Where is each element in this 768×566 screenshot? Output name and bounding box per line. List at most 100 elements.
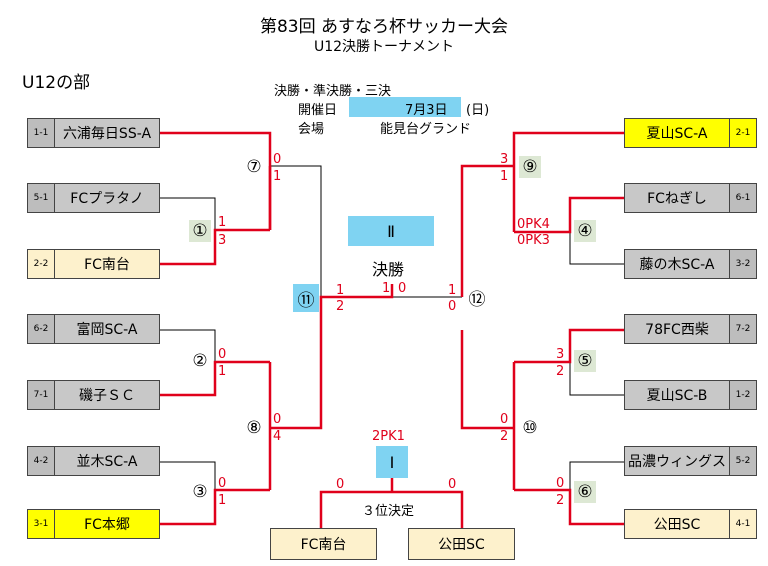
score-m5-top: 3 — [556, 347, 565, 362]
team-seed: 7-2 — [729, 315, 756, 343]
third-roman: Ⅰ — [376, 446, 408, 478]
team-name: FCプラタノ — [55, 184, 159, 212]
team-seed: 1-2 — [729, 381, 756, 409]
score-m7-bot: 1 — [273, 169, 282, 184]
score-final-left: 1 — [382, 281, 391, 296]
score-m4-bot: 0PK3 — [517, 233, 550, 248]
team-name: 磯子ＳＣ — [55, 381, 159, 409]
score-m6-top: 0 — [556, 476, 565, 491]
team-left-6: 4-2 並木SC-A — [27, 446, 160, 476]
match-number-4: ④ — [574, 220, 596, 242]
team-name: 夏山SC-A — [625, 119, 729, 147]
team-right-5: 夏山SC-B 1-2 — [624, 380, 757, 410]
team-seed: 2-2 — [28, 250, 55, 278]
team-seed: 5-1 — [28, 184, 55, 212]
team-right-7: 公田SC 4-1 — [624, 509, 757, 539]
team-name: 六浦毎日SS-A — [55, 119, 159, 147]
team-name: 公田SC — [625, 510, 729, 538]
score-third-right: 0 — [448, 477, 457, 492]
team-left-1: 1-1 六浦毎日SS-A — [27, 118, 160, 148]
match-number-12: ⑫ — [468, 289, 486, 310]
date-label: 開催日 — [298, 103, 338, 118]
score-m2-top: 0 — [218, 347, 227, 362]
team-seed: 7-1 — [28, 381, 55, 409]
score-m10-top: 0 — [500, 412, 509, 427]
score-m12-top: 1 — [448, 283, 457, 298]
score-m8-bot: 4 — [273, 429, 282, 444]
venue-value: 能見台グランド — [380, 122, 472, 137]
team-seed: 4-1 — [729, 510, 756, 538]
team-right-1: 夏山SC-A 2-1 — [624, 118, 757, 148]
score-m9-top: 3 — [500, 152, 509, 167]
match-number-3: ③ — [192, 482, 208, 502]
score-m1-top: 1 — [218, 215, 227, 230]
team-name: 品濃ウィングス — [625, 447, 729, 475]
team-seed: 2-1 — [729, 119, 756, 147]
page-title: 第83回 あすなろ杯サッカー大会 — [259, 17, 509, 37]
date-day: (日) — [466, 103, 490, 118]
team-name: 夏山SC-B — [625, 381, 729, 409]
match-number-5: ⑤ — [574, 350, 596, 372]
third-team-right: 公田SC — [408, 528, 515, 560]
date-value: 7月3日 — [405, 103, 448, 118]
score-m7-top: 0 — [273, 152, 282, 167]
rounds-label: 決勝・準決勝・三決 — [274, 84, 392, 99]
date-box — [349, 97, 461, 117]
team-left-5: 7-1 磯子ＳＣ — [27, 380, 160, 410]
score-m9-bot: 1 — [500, 169, 509, 184]
score-final-right: 0 — [398, 281, 407, 296]
team-name: 並木SC-A — [55, 447, 159, 475]
final-label: 決勝 — [372, 260, 405, 279]
page-subtitle: U12決勝トーナメント — [313, 39, 455, 55]
match-number-8: ⑧ — [246, 418, 262, 438]
team-name: FC南台 — [55, 250, 159, 278]
third-team-left: FC南台 — [270, 528, 377, 560]
team-seed: 5-2 — [729, 447, 756, 475]
score-m10-bot: 2 — [500, 429, 509, 444]
team-name: FC本郷 — [55, 510, 159, 538]
team-seed: 3-1 — [28, 510, 55, 538]
team-left-4: 6-2 富岡SC-A — [27, 314, 160, 344]
team-left-2: 5-1 FCプラタノ — [27, 183, 160, 213]
team-right-6: 品濃ウィングス 5-2 — [624, 446, 757, 476]
team-right-4: 78FC西柴 7-2 — [624, 314, 757, 344]
match-number-6: ⑥ — [574, 481, 596, 503]
team-name: 78FC西柴 — [625, 315, 729, 343]
match-number-7: ⑦ — [246, 157, 262, 177]
team-seed: 4-2 — [28, 447, 55, 475]
team-left-3: 2-2 FC南台 — [27, 249, 160, 279]
third-label: ３位決定 — [362, 504, 415, 519]
match-number-1: ① — [189, 220, 211, 242]
team-name: 藤の木SC-A — [625, 250, 729, 278]
team-seed: 1-1 — [28, 119, 55, 147]
score-m3-top: 0 — [218, 476, 227, 491]
team-seed: 6-1 — [729, 184, 756, 212]
team-right-3: 藤の木SC-A 3-2 — [624, 249, 757, 279]
score-m1-bot: 3 — [218, 233, 227, 248]
score-third-pk: 2PK1 — [372, 429, 405, 444]
match-number-10: ⑩ — [522, 418, 538, 438]
team-name: FCねぎし — [625, 184, 729, 212]
score-m2-bot: 1 — [218, 364, 227, 379]
team-seed: 6-2 — [28, 315, 55, 343]
score-m3-bot: 1 — [218, 493, 227, 508]
team-left-7: 3-1 FC本郷 — [27, 509, 160, 539]
score-m8-top: 0 — [273, 412, 282, 427]
score-m11-bot: 2 — [336, 299, 345, 314]
score-third-left: 0 — [336, 477, 345, 492]
section-label: U12の部 — [22, 73, 91, 93]
team-name: 富岡SC-A — [55, 315, 159, 343]
score-m4-top: 0PK4 — [517, 217, 550, 232]
score-m12-bot: 0 — [448, 299, 457, 314]
venue-label: 会場 — [298, 122, 325, 137]
score-m6-bot: 2 — [556, 493, 565, 508]
score-m5-bot: 2 — [556, 364, 565, 379]
match-number-9: ⑨ — [519, 156, 541, 178]
match-number-11: ⑪ — [293, 284, 319, 312]
match-number-2: ② — [192, 351, 208, 371]
score-m11-top: 1 — [336, 283, 345, 298]
final-roman: Ⅱ — [348, 216, 434, 246]
team-right-2: FCねぎし 6-1 — [624, 183, 757, 213]
team-seed: 3-2 — [729, 250, 756, 278]
